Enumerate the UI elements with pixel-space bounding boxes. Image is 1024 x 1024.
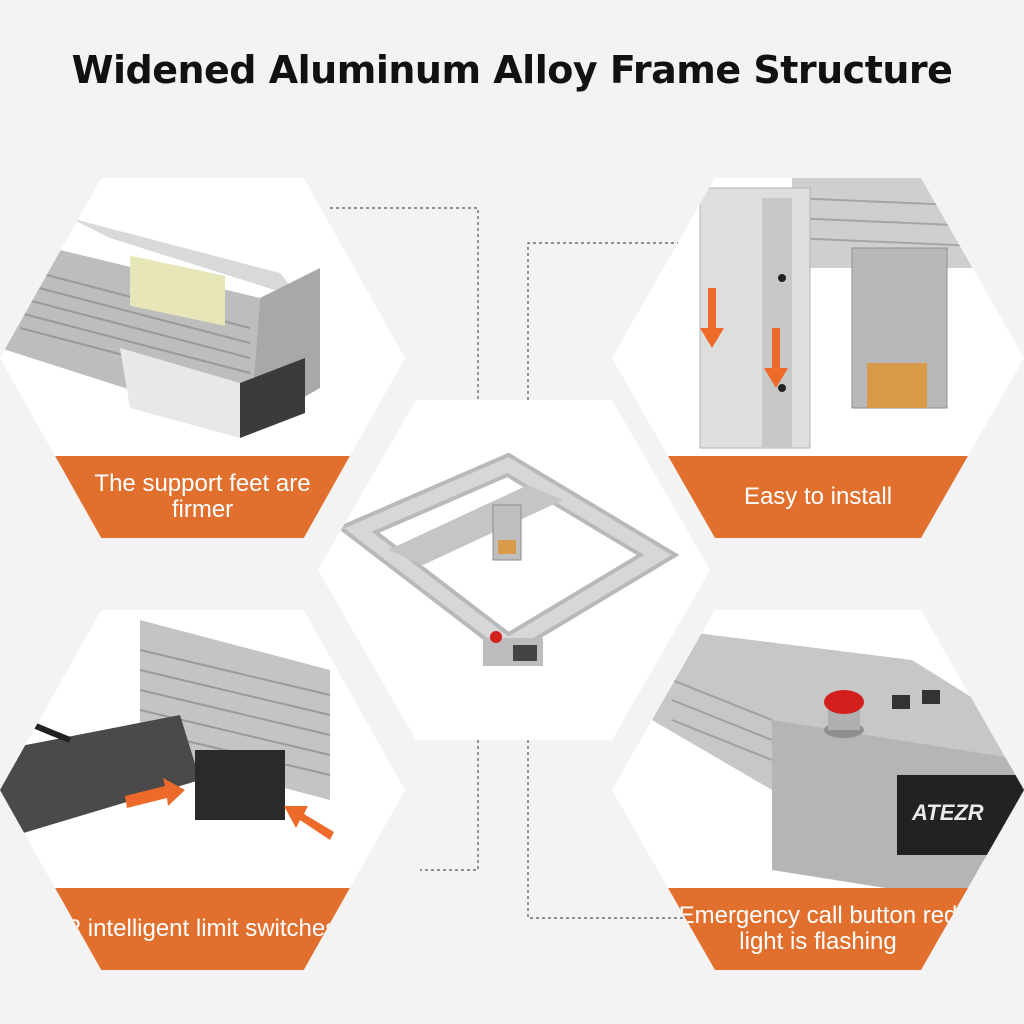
limit-switches-label: 2 intelligent limit switches [67, 915, 338, 942]
limit-switches-band: 2 intelligent limit switches [0, 888, 405, 970]
hex-easy-install: Easy to install [612, 178, 1024, 538]
hex-emergency-button: ATEZR Emergency call button red light is… [612, 610, 1024, 970]
hex-machine [318, 400, 710, 740]
hex-support-feet: The support feet are firmer [0, 178, 405, 538]
emergency-button-image: ATEZR [652, 630, 1024, 910]
support-feet-label: The support feet are firmer [94, 470, 311, 523]
page-title: Widened Aluminum Alloy Frame Structure [71, 48, 953, 92]
emergency-button-small [490, 631, 502, 643]
emergency-button-band: Emergency call button red light is flash… [612, 888, 1024, 970]
hex-limit-switches: 2 intelligent limit switches [0, 610, 405, 970]
easy-install-label: Easy to install [743, 483, 893, 510]
laser-engraver-image [336, 452, 680, 666]
limit-switch-image [0, 620, 334, 840]
emergency-button-label: Emergency call button red light is flash… [678, 902, 958, 955]
frame-corner-image [0, 218, 320, 438]
brand-text: ATEZR [911, 800, 984, 825]
